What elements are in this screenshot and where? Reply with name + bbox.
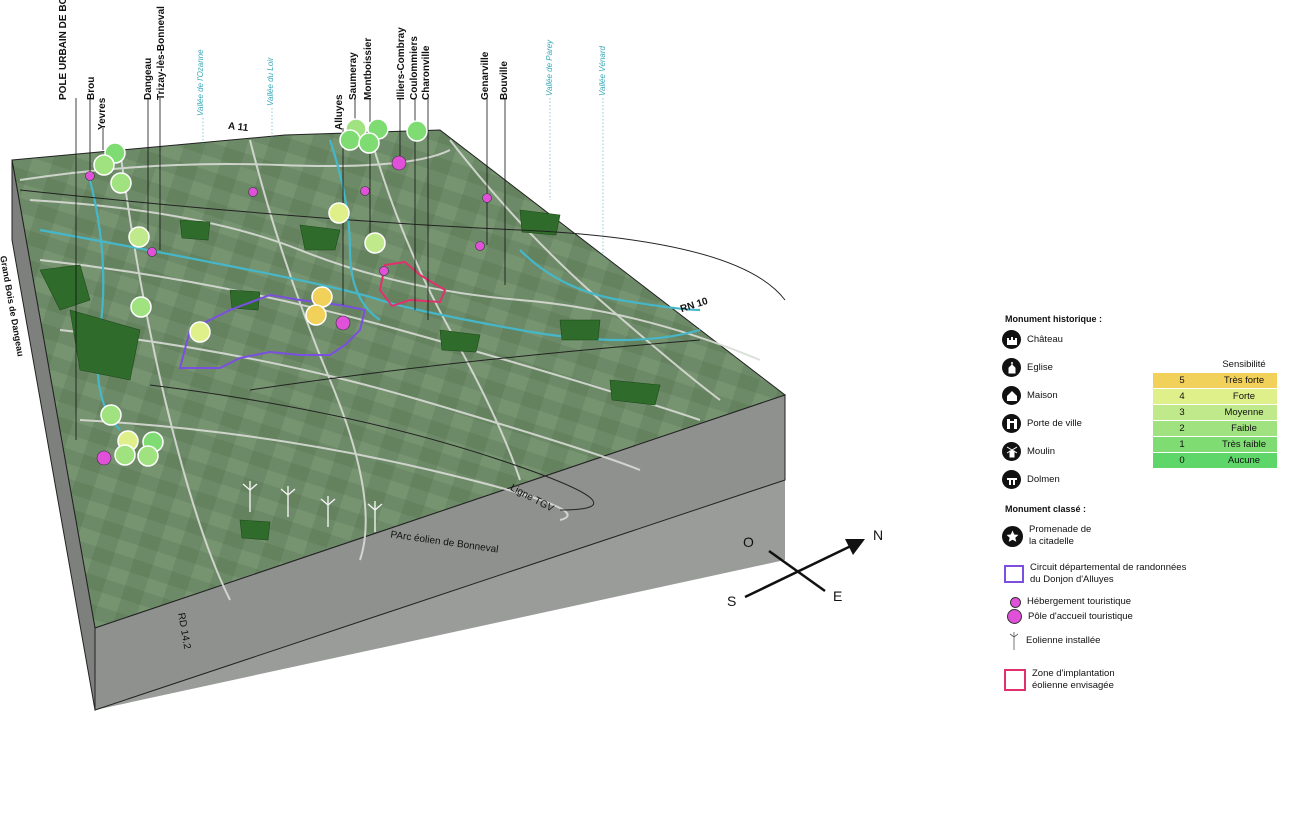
legend-item-pole: Pôle d'accueil touristique <box>1007 609 1133 624</box>
town-label: Coulommiers <box>409 36 420 100</box>
zone-swatch <box>1004 669 1026 691</box>
valley-label: Vallée de l'Ozanne <box>196 49 205 116</box>
hebergement-markers <box>85 171 492 276</box>
legend-item-eolienne: Eolienne installée <box>1008 632 1100 650</box>
legend-label: Circuit départemental de randonnées <box>1030 562 1187 573</box>
sensibilite-level: 1 <box>1153 436 1211 453</box>
compass-o: O <box>743 534 754 550</box>
compass-arrows <box>744 539 865 599</box>
eolienne-icon <box>1008 632 1020 650</box>
a11-label: A 11 <box>227 120 249 135</box>
sensibilite-label: Faible <box>1211 420 1277 437</box>
chateau-icon <box>1002 330 1021 349</box>
legend-label: Château <box>1027 333 1063 345</box>
legend-label: Moulin <box>1027 445 1055 457</box>
town-label: Yevres <box>97 97 108 130</box>
forest-areas <box>39 209 661 541</box>
monument-classe-title: Monument classé : <box>1005 504 1087 514</box>
sensibilite-level: 0 <box>1153 452 1211 469</box>
eglise-icon <box>1002 358 1021 377</box>
pole-dot <box>1007 609 1022 624</box>
town-label: Dangeau <box>143 57 154 100</box>
compass-s: S <box>727 593 737 609</box>
legend-label: Zone d'implantation <box>1032 668 1115 679</box>
town-label: Illiers-Combray <box>396 27 407 100</box>
legend-label: du Donjon d'Alluyes <box>1030 574 1114 585</box>
sensibilite-level: 5 <box>1153 372 1211 389</box>
compass-rose: N O S E <box>725 525 895 615</box>
block-left-side <box>11 159 96 711</box>
legend-label: Hébergement touristique <box>1027 596 1132 607</box>
compass-e: E <box>833 588 843 604</box>
town-label: Charonville <box>421 45 432 100</box>
legend-label: la citadelle <box>1029 536 1074 547</box>
legend-label: Eglise <box>1027 361 1053 373</box>
monument-historique-title: Monument historique : <box>1005 314 1102 324</box>
monument-markers <box>93 118 428 467</box>
dolmen-icon <box>1002 470 1021 489</box>
legend-label: Dolmen <box>1027 473 1060 485</box>
circuit-randonnee-outline <box>178 293 367 369</box>
sensibilite-label: Aucune <box>1211 452 1277 469</box>
compass-n: N <box>873 527 884 543</box>
town-label: Saumeray <box>348 52 359 100</box>
legend: Monument historique : Château Eglise Mai… <box>1000 312 1300 712</box>
sensibilite-level: 3 <box>1153 404 1211 421</box>
sensibilite-header: Sensibilité <box>1211 357 1277 373</box>
legend-item-maison: Maison <box>1002 386 1058 405</box>
sensibilite-header-blank <box>1153 357 1211 373</box>
town-label: POLE URBAIN DE BONNEVAL <box>58 0 69 100</box>
legend-label: Promenade de <box>1029 524 1092 535</box>
legend-item-porte: Porte de ville <box>1002 414 1082 433</box>
legend-item-hebergement: Hébergement touristique <box>1010 596 1131 608</box>
wind-turbines <box>242 481 383 532</box>
legend-label: Pôle d'accueil touristique <box>1028 610 1133 622</box>
valley-label: Vallée Vénard <box>598 46 607 96</box>
town-label: Genarville <box>480 51 491 100</box>
zone-eolienne-outline <box>378 260 447 308</box>
sensibilite-level: 2 <box>1153 420 1211 437</box>
moulin-icon <box>1002 442 1021 461</box>
legend-item-eglise: Eglise <box>1002 358 1053 377</box>
town-label: Trizay-lès-Bonneval <box>156 6 167 100</box>
sensibilite-label: Moyenne <box>1211 404 1277 421</box>
sensibilite-label: Très faible <box>1211 436 1277 453</box>
town-label: Montboissier <box>363 37 374 100</box>
pole-accueil-markers <box>96 155 407 466</box>
major-lines <box>19 189 786 511</box>
town-label: Alluyes <box>334 94 345 130</box>
sensibilite-header-row: Sensibilité <box>1153 357 1277 373</box>
legend-label: éolienne envisagée <box>1032 680 1114 691</box>
town-label: Brou <box>86 76 97 100</box>
maison-icon <box>1002 386 1021 405</box>
legend-item-dolmen: Dolmen <box>1002 470 1060 489</box>
star-icon <box>1002 525 1023 547</box>
valley-label: Vallée du Loir <box>266 57 275 106</box>
porte-icon <box>1002 414 1021 433</box>
sensibilite-label: Très forte <box>1211 372 1277 389</box>
legend-item-moulin: Moulin <box>1002 442 1055 461</box>
valley-label: Vallée de Parey <box>545 39 554 96</box>
legend-label: Eolienne installée <box>1026 635 1101 646</box>
valley-leader-lines <box>202 98 604 260</box>
legend-label: Porte de ville <box>1027 417 1082 429</box>
sensibilite-label: Forte <box>1211 388 1277 405</box>
legend-item-chateau: Château <box>1002 330 1063 349</box>
sensibilite-level: 4 <box>1153 388 1211 405</box>
town-label: Bouville <box>499 61 510 100</box>
circuit-swatch <box>1004 565 1024 583</box>
legend-label: Maison <box>1027 389 1058 401</box>
hebergement-dot <box>1010 596 1021 608</box>
